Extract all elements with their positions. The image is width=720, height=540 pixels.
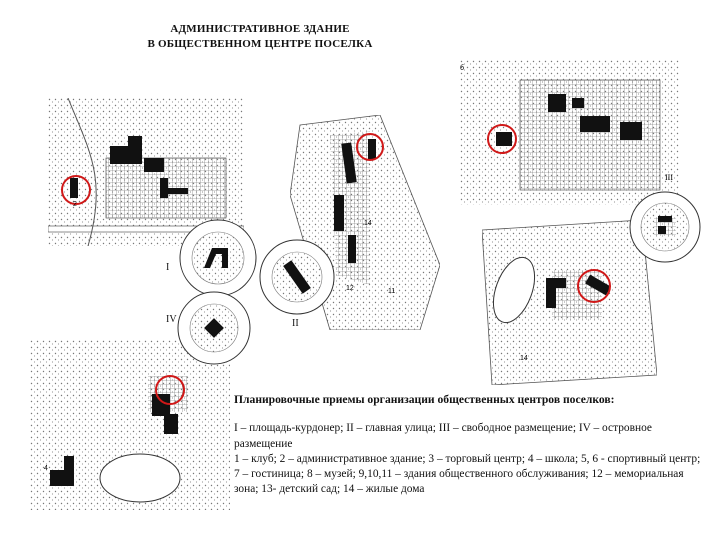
caption-block: Планировочные приемы организации обществ…	[234, 392, 704, 498]
plan-type-i: 2	[48, 98, 244, 246]
plan-i-building-3	[160, 178, 168, 198]
roman-ii: II	[292, 318, 299, 329]
plan-bl-label-4: 4	[44, 465, 48, 472]
title-line-2: В ОБЩЕСТВЕННОМ ЦЕНТРЕ ПОСЕЛКА	[147, 38, 373, 50]
plan-iii-roman: III	[665, 173, 673, 182]
plan-bl-highlight-circle	[155, 375, 185, 405]
title-line-1: АДМИНИСТРАТИВНОЕ ЗДАНИЕ	[170, 23, 350, 35]
plan-type-iii: б III	[460, 60, 680, 205]
plan-i-admin-building	[70, 178, 78, 198]
roman-iv: IV	[166, 314, 177, 325]
plan-i-label-2: 2	[73, 201, 77, 208]
plan-ii-highlight-circle	[356, 133, 384, 161]
plan-i-building-2	[144, 158, 164, 172]
caption-heading: Планировочные приемы организации обществ…	[234, 393, 615, 406]
roman-i: I	[166, 262, 170, 273]
plan-i-building-1	[110, 136, 142, 164]
inset-circle-i	[178, 218, 258, 298]
plan-iii-highlight-circle	[487, 124, 517, 154]
caption-legend: 1 – клуб; 2 – административное здание; 3…	[234, 452, 701, 496]
plan-ii-label-12: 12	[346, 285, 354, 292]
plan-iii-letter: б	[460, 64, 464, 72]
inset-circle-iii	[628, 190, 702, 264]
plan-i-highlight-circle	[61, 175, 91, 205]
plan-iv-highlight-circle	[577, 269, 611, 303]
plan-type-iv: 14	[482, 220, 657, 385]
plan-i-building-4	[168, 188, 188, 194]
plan-bottom-left: 4	[30, 340, 230, 510]
inset-circle-ii	[258, 238, 336, 316]
caption-types: I – площадь-курдонер; II – главная улица…	[234, 422, 652, 450]
inset-circle-iv	[176, 290, 252, 366]
plan-iv-label-14: 14	[520, 355, 528, 362]
plan-ii-label-11: 11	[388, 288, 395, 295]
page-title: АДМИНИСТРАТИВНОЕ ЗДАНИЕ В ОБЩЕСТВЕННОМ Ц…	[110, 22, 410, 52]
plan-ii-label-14: 14	[364, 220, 372, 227]
